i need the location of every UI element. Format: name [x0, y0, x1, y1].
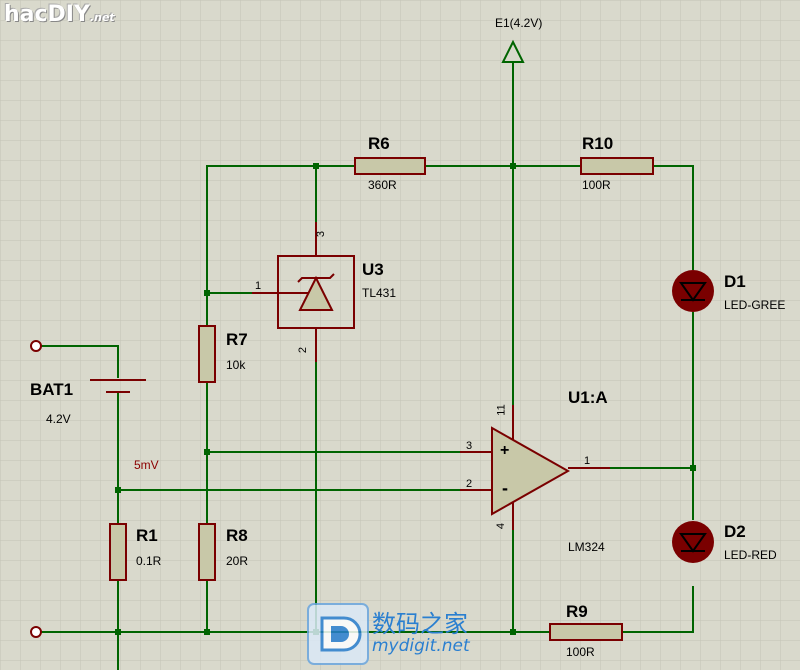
watermark-chinese: 数码之家 — [372, 610, 468, 638]
watermark-bottom: 数码之家 mydigit.net — [308, 602, 498, 664]
u1-name: U1:A — [568, 388, 608, 407]
r9-value: 100R — [566, 645, 595, 659]
resistor-r10[interactable] — [580, 157, 654, 175]
d2-name: D2 — [724, 522, 746, 541]
resistor-r1[interactable] — [109, 523, 127, 581]
watermark-url: mydigit.net — [372, 636, 470, 656]
u3-name: U3 — [362, 260, 384, 279]
u1-pin4: 4 — [495, 522, 508, 530]
r9-name: R9 — [566, 602, 588, 621]
battery-value: 4.2V — [46, 412, 71, 426]
u3-pin1: 1 — [255, 280, 262, 292]
led-d2-symbol[interactable] — [672, 521, 714, 563]
r6-name: R6 — [368, 134, 390, 153]
terminal-bottom[interactable] — [30, 626, 42, 638]
r10-value: 100R — [582, 178, 611, 192]
u1-pin3: 3 — [466, 440, 473, 452]
d2-part: LED-RED — [724, 548, 777, 562]
resistor-r6[interactable] — [354, 157, 426, 175]
r7-name: R7 — [226, 330, 248, 349]
d1-name: D1 — [724, 272, 746, 291]
wires — [38, 70, 694, 670]
battery-name: BAT1 — [30, 380, 74, 399]
u1-plus-sign: + — [500, 442, 510, 459]
u1-part: LM324 — [568, 540, 605, 554]
u1-pin2: 2 — [466, 478, 473, 490]
r1-name: R1 — [136, 526, 158, 545]
r7-value: 10k — [226, 358, 246, 372]
r8-name: R8 — [226, 526, 248, 545]
terminal-top[interactable] — [30, 340, 42, 352]
u3-pin2: 2 — [297, 346, 310, 354]
u1-pin1: 1 — [584, 455, 591, 467]
supply-arrow-icon[interactable] — [501, 39, 525, 72]
resistor-r8[interactable] — [198, 523, 216, 581]
watermark-top: hacDIY.net — [4, 2, 115, 27]
mydigit-logo-icon — [307, 603, 369, 665]
probe-label: 5mV — [134, 458, 159, 472]
u3-part: TL431 — [362, 286, 397, 300]
u1-pin11: 11 — [495, 404, 508, 416]
resistor-r7[interactable] — [198, 325, 216, 383]
resistor-r9[interactable] — [549, 623, 623, 641]
led-d1-symbol[interactable] — [672, 270, 714, 312]
battery-symbol[interactable] — [90, 379, 146, 393]
r10-name: R10 — [582, 134, 614, 153]
r6-value: 360R — [368, 178, 397, 192]
r1-value: 0.1R — [136, 554, 162, 568]
opamp-symbol[interactable] — [460, 405, 610, 530]
u1-minus-sign: - — [502, 478, 508, 498]
d1-part: LED-GREE — [724, 298, 786, 312]
u3-pin3: 3 — [315, 230, 328, 238]
supply-label: E1(4.2V) — [495, 16, 543, 30]
tl431-symbol[interactable] — [252, 222, 355, 362]
r8-value: 20R — [226, 554, 249, 568]
